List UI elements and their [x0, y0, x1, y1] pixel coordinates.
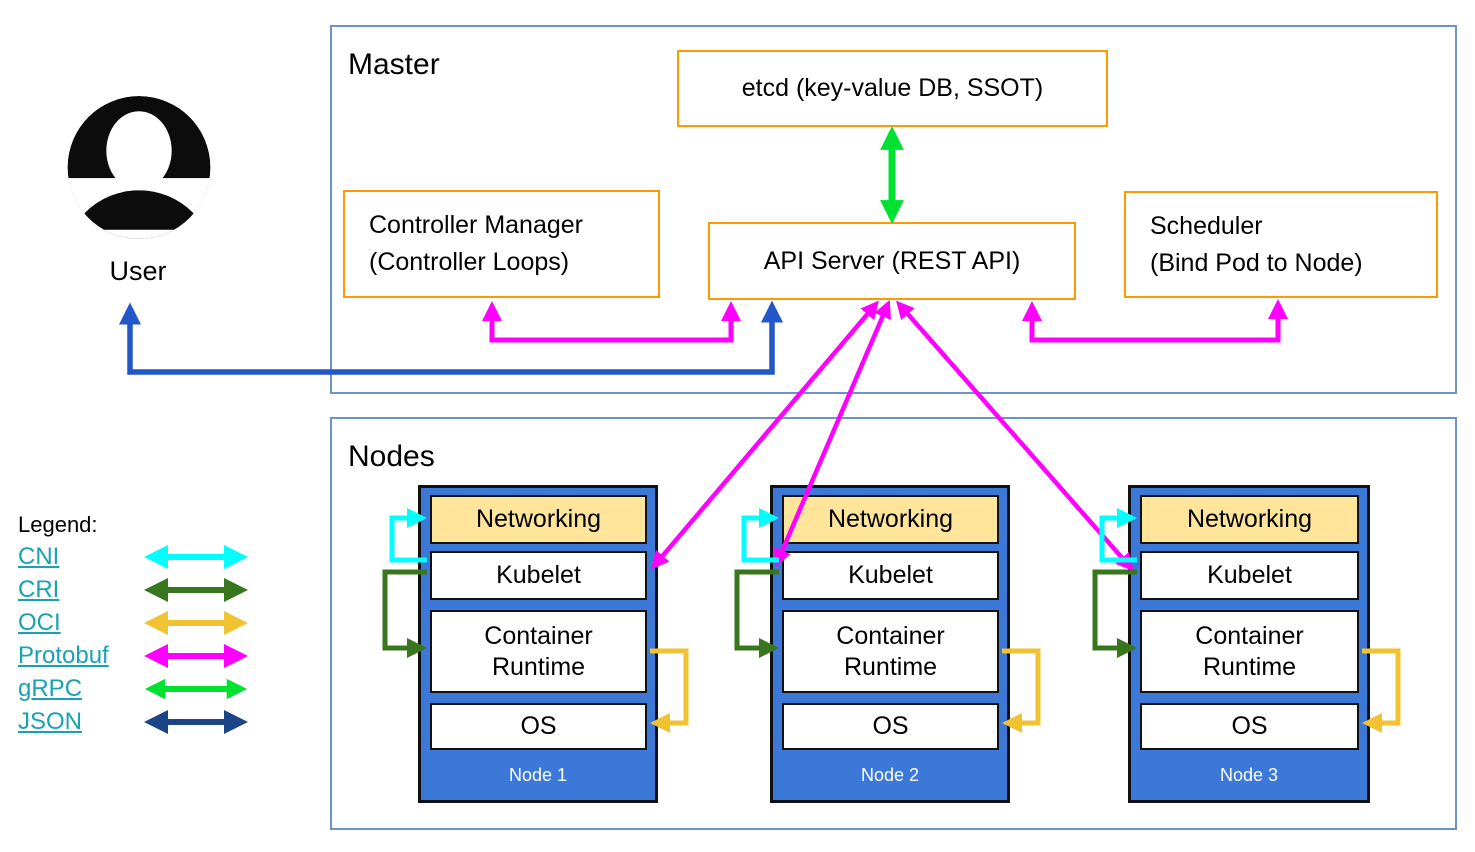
- legend-link-cri[interactable]: CRI: [18, 576, 60, 603]
- node-2-os: OS: [782, 703, 999, 750]
- controller-manager-label: Controller Manager (Controller Loops): [369, 211, 583, 276]
- node-2-kubelet: Kubelet: [782, 551, 999, 600]
- etcd-label: etcd (key-value DB, SSOT): [741, 74, 1044, 102]
- node-1-name: Node 1: [508, 765, 568, 785]
- nodes-title: Nodes: [348, 440, 435, 473]
- legend-link-protobuf[interactable]: Protobuf: [18, 642, 109, 669]
- master-title: Master: [348, 48, 440, 81]
- node-2-networking: Networking: [782, 495, 999, 544]
- legend-link-cni[interactable]: CNI: [18, 543, 60, 570]
- legend-link-json[interactable]: JSON: [18, 708, 83, 735]
- master-box: [330, 25, 1457, 394]
- node-1-kubelet: Kubelet: [430, 551, 647, 600]
- legend-title: Legend:: [18, 512, 98, 537]
- node-3-name: Node 3: [1219, 765, 1279, 785]
- user-label: User: [109, 256, 167, 286]
- etcd-box: etcd (key-value DB, SSOT): [677, 50, 1108, 127]
- scheduler-box: Scheduler (Bind Pod to Node): [1124, 191, 1438, 298]
- node-1-networking: Networking: [430, 495, 647, 544]
- nodes-box: [330, 417, 1457, 830]
- scheduler-label: Scheduler (Bind Pod to Node): [1150, 211, 1363, 277]
- node-1-os: OS: [430, 703, 647, 750]
- node-3-kubelet: Kubelet: [1140, 551, 1359, 600]
- controller-manager-box: Controller Manager (Controller Loops): [343, 190, 660, 298]
- legend-link-oci[interactable]: OCI: [18, 609, 61, 636]
- node-2-name: Node 2: [860, 765, 920, 785]
- user-avatar-icon: [67, 96, 211, 239]
- legend-link-grpc[interactable]: gRPC: [18, 675, 83, 702]
- api-server-box: API Server (REST API): [708, 222, 1076, 300]
- node-3-os: OS: [1140, 703, 1359, 750]
- api-server-label: API Server (REST API): [763, 246, 1021, 275]
- node-3-networking: Networking: [1140, 495, 1359, 544]
